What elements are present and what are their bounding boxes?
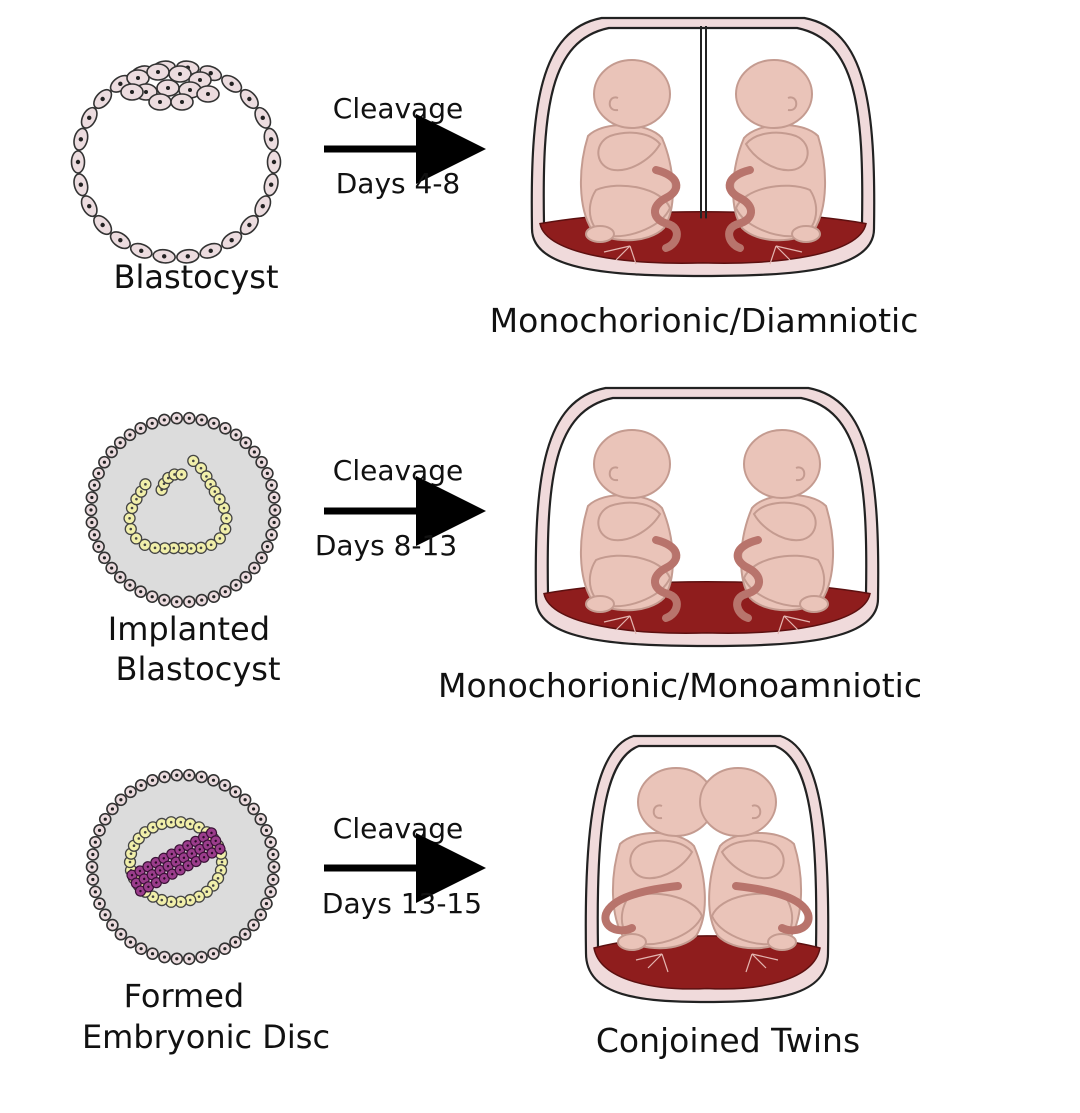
cleavage-arrow-1: Cleavage Days 4-8 <box>324 92 486 200</box>
implanted-blastocyst-icon <box>84 411 282 609</box>
arrow-label-days: Days 13-15 <box>322 887 482 920</box>
outcome-label-diamniotic: Monochorionic/Diamniotic <box>490 301 919 340</box>
outcome-label-conjoined: Conjoined Twins <box>596 1021 860 1060</box>
row-1: Blastocyst Cleavage Days 4-8 Monochorion… <box>70 16 919 340</box>
arrow-label-top: Cleavage <box>333 812 463 845</box>
row-3: Formed Embryonic Disc Cleavage Days 13-1… <box>82 734 860 1060</box>
stage-label-embryonic-disc: Formed Embryonic Disc <box>82 977 330 1056</box>
conjoined-twins-icon <box>584 734 830 1004</box>
outcome-label-monoamniotic: Monochorionic/Monoamniotic <box>438 666 922 705</box>
arrow-label-top: Cleavage <box>333 92 463 125</box>
embryonic-disc-icon <box>85 768 281 966</box>
arrow-label-top: Cleavage <box>333 454 463 487</box>
blastocyst-icon <box>70 60 282 264</box>
row-2: Implanted Blastocyst Cleavage Days 8-13 … <box>84 386 922 705</box>
twins-shared-amnion-icon <box>534 386 880 648</box>
stage-label-implanted: Implanted Blastocyst <box>108 610 281 688</box>
stage-label-blastocyst: Blastocyst <box>114 258 279 296</box>
arrow-label-days: Days 8-13 <box>315 529 457 562</box>
arrow-label-days: Days 4-8 <box>336 167 461 200</box>
cleavage-arrow-3: Cleavage Days 13-15 <box>322 812 486 920</box>
cleavage-arrow-2: Cleavage Days 8-13 <box>315 454 486 562</box>
twins-separate-amnion-icon <box>530 16 876 278</box>
